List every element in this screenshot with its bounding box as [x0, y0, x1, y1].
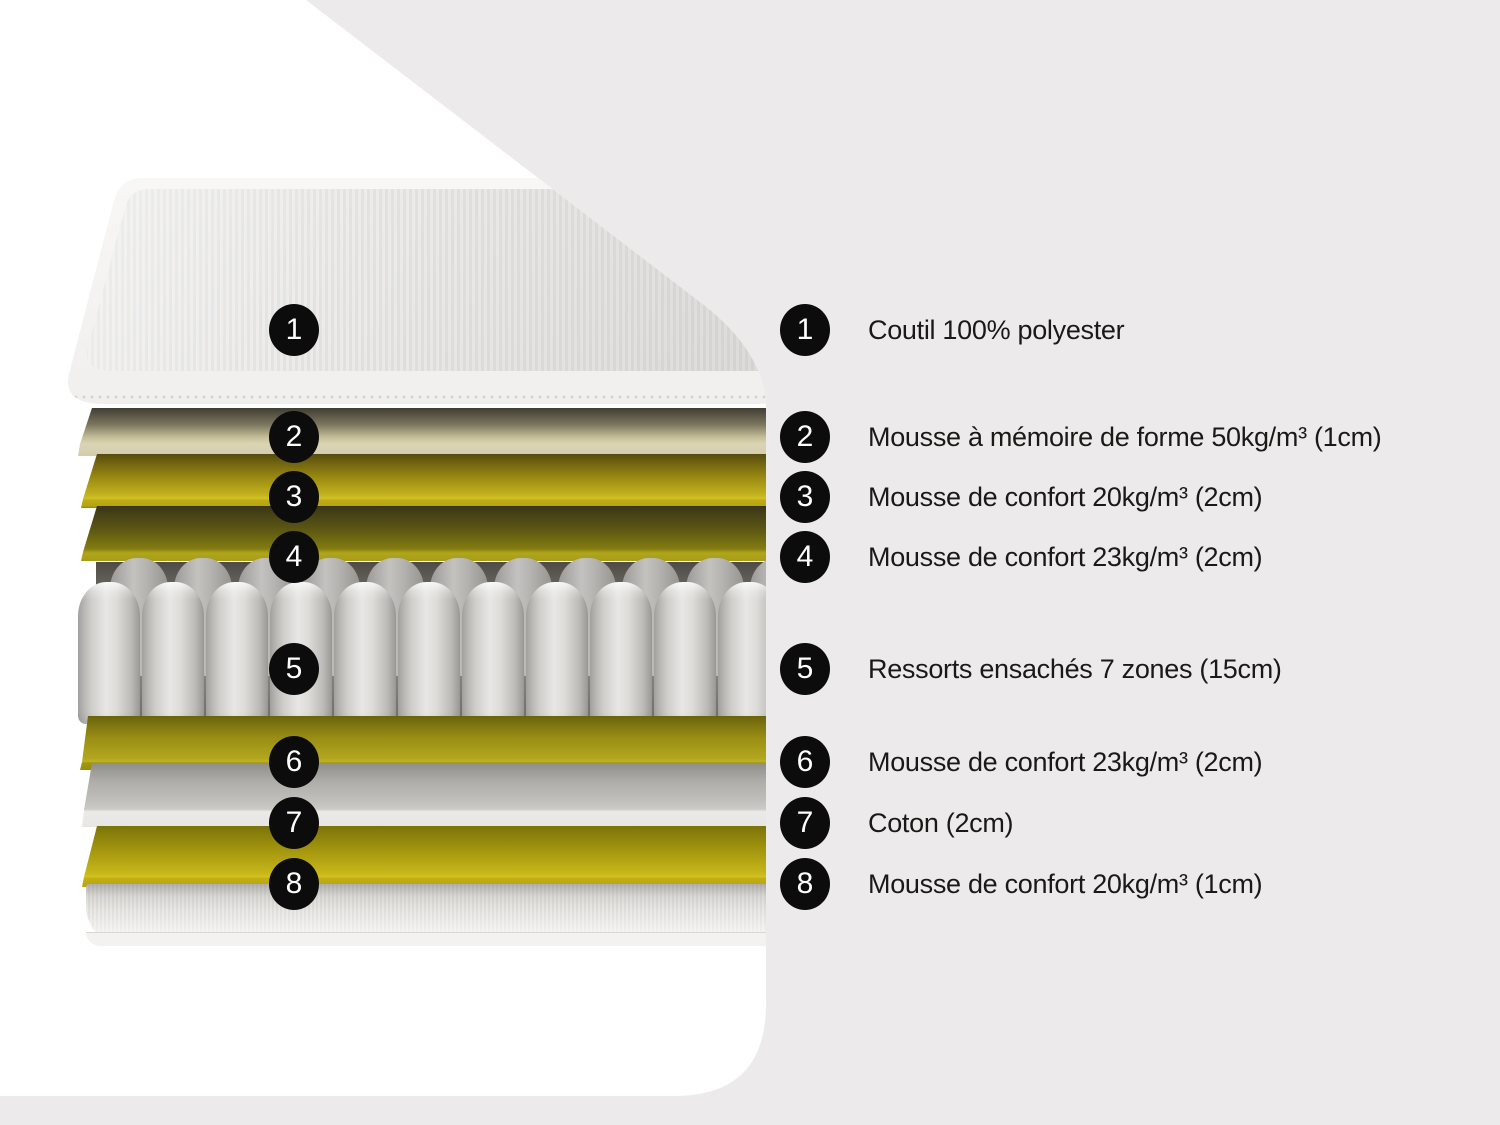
- layer-2-memory-foam: [68, 408, 772, 456]
- legend-badge-4: 4: [780, 531, 830, 583]
- marker-3-number: 3: [285, 480, 303, 513]
- legend-number-7: 7: [796, 806, 814, 839]
- layer-1-fabric-texture: [58, 176, 772, 408]
- marker-5: 5: [269, 643, 319, 695]
- legend-number-6: 6: [796, 745, 814, 778]
- base-piping: [86, 932, 772, 946]
- legend-number-4: 4: [796, 540, 814, 573]
- marker-8-number: 8: [285, 867, 303, 900]
- marker-1: 1: [269, 304, 319, 356]
- marker-6: 6: [269, 736, 319, 788]
- mattress-base-fabric: [86, 884, 772, 946]
- layer-8-comfort-foam: [68, 826, 772, 887]
- spring-coil: [654, 582, 716, 724]
- legend-row-3: 3 Mousse de confort 20kg/m³ (2cm): [780, 471, 1263, 523]
- legend-badge-3: 3: [780, 471, 830, 523]
- legend-label-7: Coton (2cm): [868, 807, 1014, 838]
- legend-badge-1: 1: [780, 304, 830, 356]
- spring-coil: [142, 582, 204, 724]
- legend-badge-5: 5: [780, 643, 830, 695]
- marker-4-number: 4: [285, 540, 303, 573]
- spring-coil: [526, 582, 588, 724]
- legend-row-1: 1 Coutil 100% polyester: [780, 304, 1125, 356]
- layer-6-comfort-foam: [68, 716, 772, 770]
- legend-number-3: 3: [796, 480, 814, 513]
- marker-7-number: 7: [285, 806, 303, 839]
- legend-label-5: Ressorts ensachés 7 zones (15cm): [868, 653, 1282, 684]
- spring-coil: [206, 582, 268, 724]
- legend-label-4: Mousse de confort 23kg/m³ (2cm): [868, 541, 1263, 572]
- marker-6-number: 6: [285, 745, 303, 778]
- layer-3-comfort-foam: [68, 454, 772, 508]
- spring-coil: [462, 582, 524, 724]
- layer-5-pocket-springs: [66, 556, 772, 726]
- marker-3: 3: [269, 471, 319, 523]
- legend-label-3: Mousse de confort 20kg/m³ (2cm): [868, 481, 1263, 512]
- spring-coil: [334, 582, 396, 724]
- layer-7-coton: [68, 763, 772, 827]
- layer-4-comfort-foam: [68, 506, 772, 561]
- layer-1-coutil: [58, 176, 772, 408]
- marker-5-number: 5: [285, 652, 303, 685]
- legend-row-5: 5 Ressorts ensachés 7 zones (15cm): [780, 643, 1282, 695]
- legend-row-8: 8 Mousse de confort 20kg/m³ (1cm): [780, 858, 1263, 910]
- legend-badge-8: 8: [780, 858, 830, 910]
- legend-row-2: 2 Mousse à mémoire de forme 50kg/m³ (1cm…: [780, 411, 1382, 463]
- marker-8: 8: [269, 858, 319, 910]
- legend-label-2: Mousse à mémoire de forme 50kg/m³ (1cm): [868, 421, 1382, 452]
- legend-badge-2: 2: [780, 411, 830, 463]
- marker-4: 4: [269, 531, 319, 583]
- marker-1-number: 1: [285, 313, 303, 346]
- marker-2-number: 2: [285, 420, 303, 453]
- legend-label-6: Mousse de confort 23kg/m³ (2cm): [868, 746, 1263, 777]
- spring-coil: [590, 582, 652, 724]
- legend-row-7: 7 Coton (2cm): [780, 797, 1014, 849]
- spring-coil: [718, 582, 780, 724]
- legend-number-5: 5: [796, 652, 814, 685]
- marker-7: 7: [269, 797, 319, 849]
- marker-2: 2: [269, 411, 319, 463]
- legend-badge-6: 6: [780, 736, 830, 788]
- legend-label-8: Mousse de confort 20kg/m³ (1cm): [868, 868, 1263, 899]
- legend-number-2: 2: [796, 420, 814, 453]
- legend-badge-7: 7: [780, 797, 830, 849]
- legend-row-4: 4 Mousse de confort 23kg/m³ (2cm): [780, 531, 1263, 583]
- spring-coil: [78, 582, 140, 724]
- spring-coil: [398, 582, 460, 724]
- legend-number-1: 1: [796, 313, 814, 346]
- legend-label-1: Coutil 100% polyester: [868, 314, 1125, 345]
- legend-number-8: 8: [796, 867, 814, 900]
- legend-row-6: 6 Mousse de confort 23kg/m³ (2cm): [780, 736, 1263, 788]
